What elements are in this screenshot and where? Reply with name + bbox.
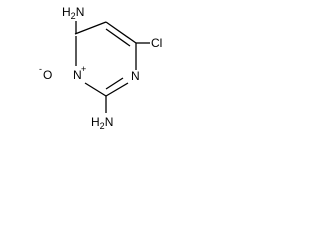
chemical-structure: H2N - O N + N Cl H2N xyxy=(39,5,162,131)
bond-c4-c5 xyxy=(74,21,107,35)
bond-n1-c2 xyxy=(105,82,129,97)
bond-c5-c6 xyxy=(105,21,137,44)
ring-n-oxide-label: N xyxy=(73,68,82,82)
bond-n1-c2-inner xyxy=(105,77,124,90)
oxide-label: O xyxy=(43,68,52,82)
ring-n-oxide-charge: + xyxy=(81,64,86,74)
amine-top-label: H2N xyxy=(62,5,84,21)
bond-c2-n3 xyxy=(84,82,107,97)
oxide-charge: - xyxy=(39,64,42,74)
ring-n-label: N xyxy=(131,69,140,83)
amine-bottom-label: H2N xyxy=(91,115,113,131)
bond-c5-c6-inner xyxy=(105,28,131,47)
chlorine-label: Cl xyxy=(151,36,162,50)
